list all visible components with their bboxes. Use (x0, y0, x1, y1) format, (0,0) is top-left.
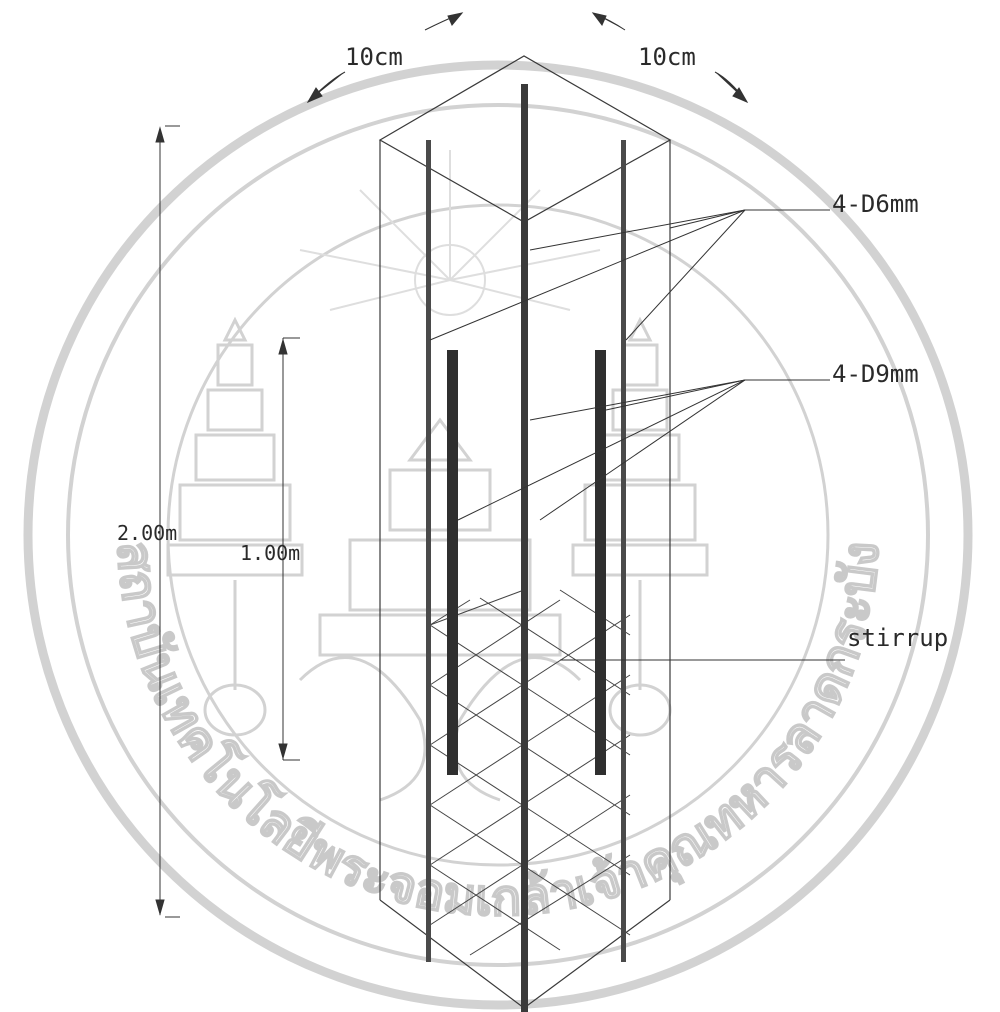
rebar-d6-right (621, 140, 626, 962)
label-stirrup: stirrup (847, 624, 948, 652)
label-width-left: 10cm (345, 43, 403, 71)
rebar-d6-center (521, 84, 528, 1012)
watermark-right-pagoda-icon (571, 316, 709, 737)
label-rebar-d9: 4-D9mm (832, 360, 919, 388)
label-height-total: 2.00m (117, 521, 177, 545)
dimension-lines (155, 12, 749, 918)
rebar-group (426, 84, 626, 1012)
watermark-crown-icon (298, 417, 582, 802)
label-width-right: 10cm (638, 43, 696, 71)
rebar-d9-left (447, 350, 458, 775)
leader-lines (429, 209, 845, 661)
rebar-d6-left (426, 140, 431, 962)
label-rebar-d6: 4-D6mm (832, 190, 919, 218)
rebar-d9-right (595, 350, 606, 775)
watermark-left-pagoda-icon (166, 316, 304, 737)
label-height-inner: 1.00m (240, 541, 300, 565)
watermark-sun-icon (299, 150, 601, 316)
